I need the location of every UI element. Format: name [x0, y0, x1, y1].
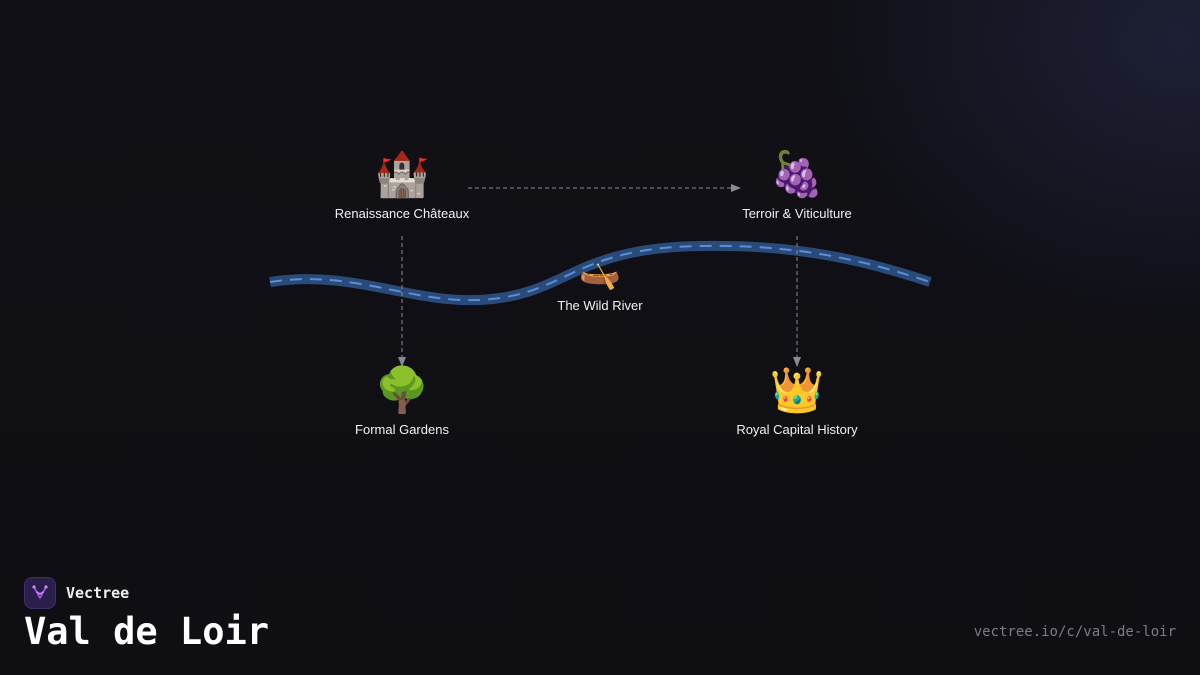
castle-icon: 🏰: [374, 150, 430, 199]
node-label: Formal Gardens: [355, 422, 449, 437]
brand-name: Vectree: [66, 584, 130, 602]
crown-icon: 👑: [769, 366, 825, 415]
river-dashes: [269, 244, 931, 302]
page-url[interactable]: vectree.io/c/val-de-loir: [973, 624, 1176, 640]
page-title: Val de Loir: [24, 610, 270, 653]
vectree-logo-icon: [24, 577, 56, 609]
grapes-icon: 🍇: [769, 150, 825, 199]
node-royal-capital-history[interactable]: 👑 Royal Capital History: [697, 366, 897, 437]
brand[interactable]: Vectree: [24, 577, 129, 609]
node-label: Royal Capital History: [736, 422, 858, 437]
node-label: Renaissance Châteaux: [334, 206, 470, 221]
tree-icon: 🌳: [374, 366, 430, 415]
node-wild-river[interactable]: 🛶 The Wild River: [500, 254, 700, 313]
node-formal-gardens[interactable]: 🌳 Formal Gardens: [302, 366, 502, 437]
node-renaissance-chateaux[interactable]: 🏰 Renaissance Châteaux: [302, 150, 502, 221]
node-label: The Wild River: [557, 298, 643, 313]
node-terroir-viticulture[interactable]: 🍇 Terroir & Viticulture: [697, 150, 897, 221]
canoe-icon: 🛶: [578, 253, 622, 291]
node-label: Terroir & Viticulture: [742, 206, 852, 221]
